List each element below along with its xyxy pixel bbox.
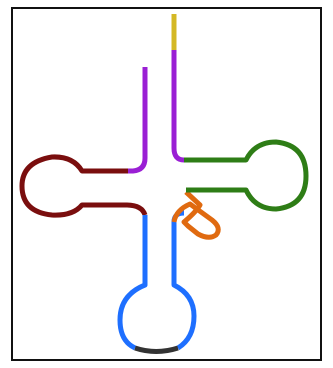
t-arm	[184, 142, 306, 209]
five-prime-strand-left	[128, 67, 145, 171]
anticodon-arm-right	[174, 213, 194, 348]
d-arm	[22, 157, 145, 215]
five-prime-strand-right	[174, 50, 184, 160]
diagram-frame	[12, 8, 321, 360]
anticodon-loop	[135, 348, 178, 352]
anticodon-arm	[120, 215, 145, 348]
